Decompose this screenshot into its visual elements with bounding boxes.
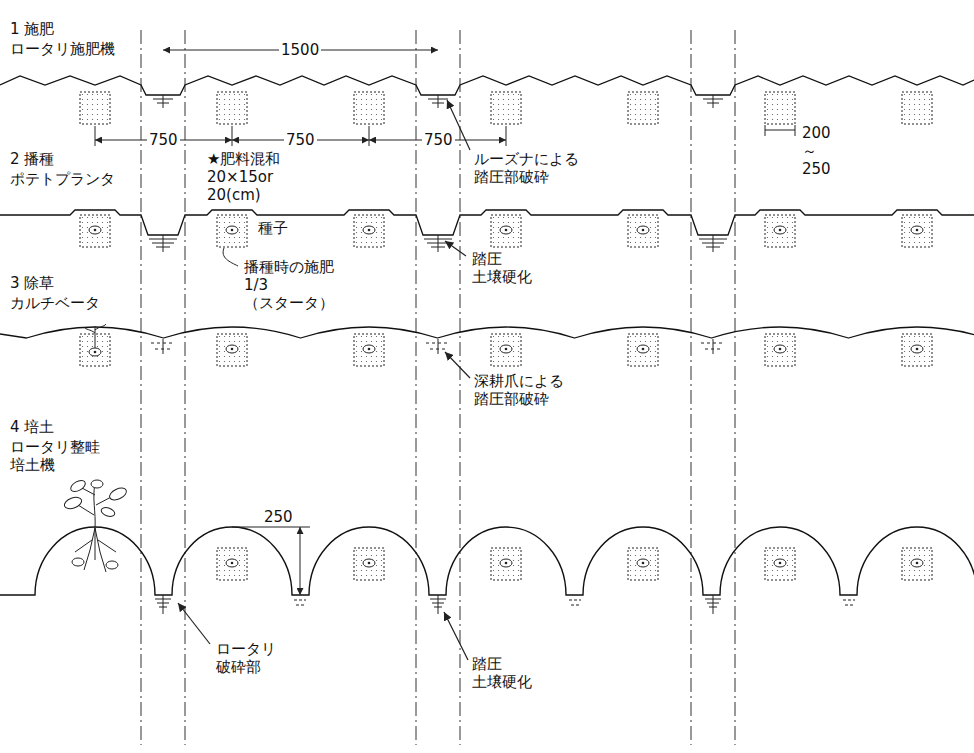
part-name: 種子 xyxy=(256,219,290,237)
note-text: ルーズナによる 踏圧部破砕 xyxy=(472,150,581,186)
machine-name: ロータリ施肥機 xyxy=(8,40,117,58)
dimension: 200 ～250 xyxy=(800,124,833,178)
machine-name: ロータリ整畦 培土機 xyxy=(8,438,102,474)
step-number: 2 播種 xyxy=(8,150,56,168)
dimension: 750 xyxy=(147,131,180,149)
dimension: 750 xyxy=(284,131,317,149)
dimension: 250 xyxy=(262,508,295,526)
note-text: 深耕爪による 踏圧部破砕 xyxy=(472,372,566,408)
note-text: 踏圧 土壌硬化 xyxy=(470,655,534,691)
dimension: 1500 xyxy=(279,41,321,59)
step-number: 4 培土 xyxy=(8,418,56,436)
note-text: ロータリ 破砕部 xyxy=(214,640,278,676)
step-number: 3 除草 xyxy=(8,274,56,292)
dimension: 750 xyxy=(422,131,455,149)
note-text: 踏圧 土壌硬化 xyxy=(470,250,534,286)
note-text: ★肥料混和 20×15or 20(cm) xyxy=(205,150,331,204)
step-number: 1 施肥 xyxy=(8,20,56,38)
machine-name: ポテトプランタ xyxy=(8,170,117,188)
note-text: 播種時の施肥 1/3（スタータ） xyxy=(242,258,336,312)
machine-name: カルチベータ xyxy=(8,294,102,312)
